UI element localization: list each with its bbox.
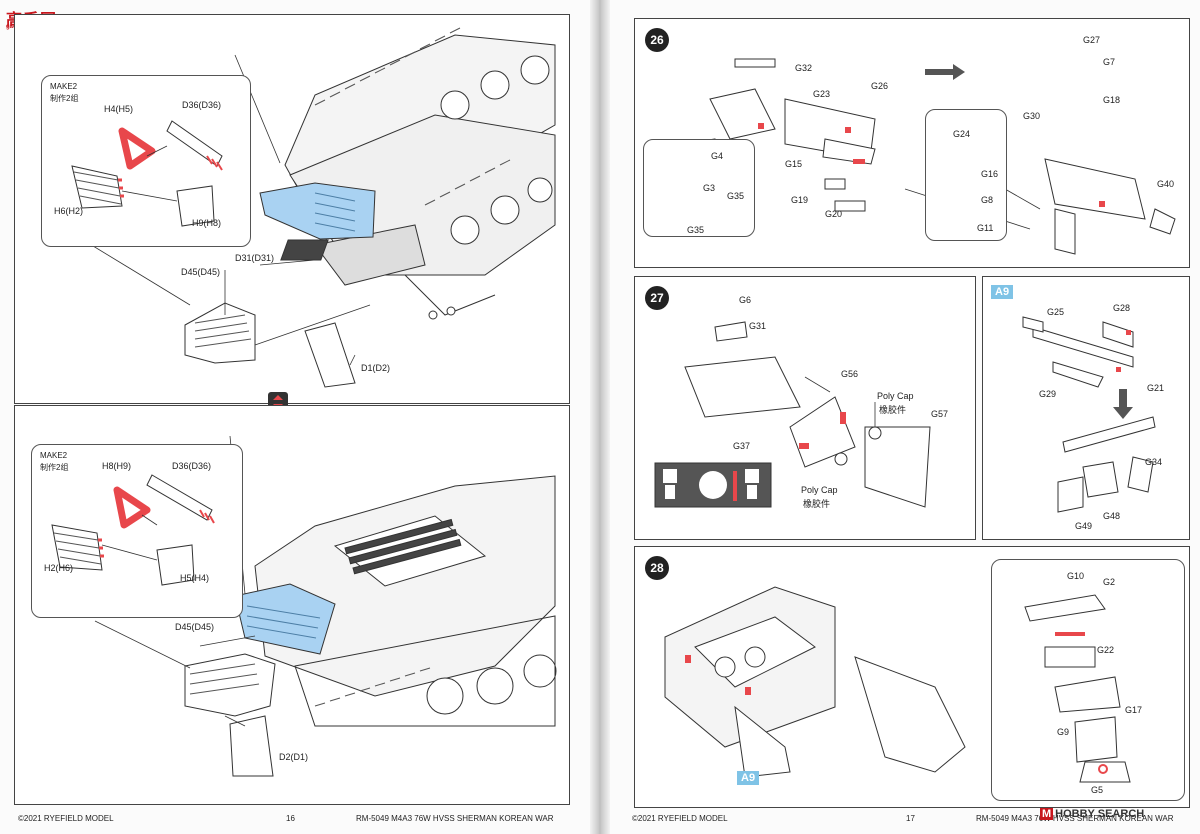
part-label: Poly Cap [877, 391, 914, 401]
part-label: H6(H2) [54, 206, 84, 216]
part-label: G29 [1039, 389, 1057, 399]
part-label: D36(D36) [182, 100, 222, 110]
part-label: G48 [1103, 511, 1121, 521]
part-label: G26 [871, 81, 889, 91]
inset-parts-drawing-bottom [51, 474, 215, 586]
footer-title-right: RM-5049 M4A3 76W HVSS SHERMAN KOREAN WAR [976, 814, 1174, 823]
part-label: G37 [733, 441, 751, 451]
part-label: G57 [931, 409, 949, 419]
part-label: G15 [785, 159, 803, 169]
part-label: G22 [1097, 645, 1115, 655]
part-label: Poly Cap [801, 485, 838, 495]
part-label: G25 [1047, 307, 1065, 317]
inset-make-cn-label: 制作2组 [40, 463, 69, 472]
step-27-drawing [654, 321, 931, 508]
part-label: G20 [825, 209, 843, 219]
a9-tag-step28: A9 [737, 771, 760, 785]
inset-parts-drawing-top [71, 120, 223, 227]
part-label: G21 [1147, 383, 1165, 393]
inset-g24-g11 [925, 109, 1007, 241]
part-label: G56 [841, 369, 859, 379]
part-label: H8(H9) [102, 461, 132, 471]
left-top-panel: MAKE2 制作2组 H4(H5) D36(D36) H6(H2) H9(H8)… [14, 14, 570, 404]
a9-tag: A9 [991, 285, 1014, 299]
part-label: G40 [1157, 179, 1175, 189]
a9-panel: A9 G25 G28 G29 G21 G34 G48 G49 [982, 276, 1190, 540]
part-label: G18 [1103, 95, 1121, 105]
part-label: G35 [687, 225, 705, 235]
inset-make2-bottom: MAKE2 制作2组 H8(H9) D36(D36) H2(H6) H5(H4) [31, 444, 243, 618]
part-label: G6 [739, 295, 752, 305]
step-28-panel: 28 A9 G10 G2 G22 G17 G9 G5 [634, 546, 1190, 808]
step-27-number: 27 [645, 286, 669, 310]
part-label: D45(D45) [175, 622, 215, 632]
part-label: G30 [1023, 111, 1041, 121]
hobby-search-mark: M [1040, 808, 1054, 820]
part-label: H2(H6) [44, 563, 74, 573]
part-label: G16 [981, 169, 999, 179]
part-label: G5 [1091, 785, 1104, 795]
part-label: G32 [795, 63, 813, 73]
part-label: G19 [791, 195, 809, 205]
step-27-panel: 27 G6 G31 G56 Poly Cap 橡胶件 G57 G37 Poly … [634, 276, 976, 540]
step-26-panel: 26 G32 G26 G23 G27 G7 G18 G30 G24 G16 G4… [634, 18, 1190, 268]
part-label: G9 [1057, 727, 1070, 737]
left-bottom-panel: MAKE2 制作2组 H8(H9) D36(D36) H2(H6) H5(H4)… [14, 405, 570, 805]
part-label: D2(D1) [279, 752, 309, 762]
step-28-number: 28 [645, 556, 669, 580]
part-label: G8 [981, 195, 994, 205]
part-label: G28 [1113, 303, 1131, 313]
footer-page-number-left: 16 [286, 814, 295, 823]
part-label: G23 [813, 89, 831, 99]
footer-copyright-left: ©2021 RYEFIELD MODEL [18, 814, 114, 823]
part-label: D31(D31) [235, 253, 275, 263]
part-label: G49 [1075, 521, 1093, 531]
part-label: G24 [953, 129, 971, 139]
inset-g4-g35 [643, 139, 755, 237]
part-label: G35 [727, 191, 745, 201]
inset-make-cn-label: 制作2组 [50, 94, 79, 103]
footer-title-left: RM-5049 M4A3 76W HVSS SHERMAN KOREAN WAR [356, 814, 554, 823]
part-label: G3 [703, 183, 716, 193]
part-label: H9(H8) [192, 218, 222, 228]
inset-g10-g5 [991, 559, 1185, 801]
a9-drawing [1022, 316, 1156, 513]
part-label: G10 [1067, 571, 1085, 581]
part-label: H4(H5) [104, 104, 134, 114]
part-label: H5(H4) [180, 573, 210, 583]
part-label: G11 [977, 223, 994, 233]
footer-page-number-right: 17 [906, 814, 915, 823]
part-label: D36(D36) [172, 461, 212, 471]
part-label: G4 [711, 151, 724, 161]
part-label: G27 [1083, 35, 1101, 45]
inset-make-label: MAKE2 [50, 82, 78, 91]
hobby-search-text: HOBBY SEARCH [1055, 808, 1145, 820]
tank-rear-drawing-top [74, 27, 556, 388]
part-label: G7 [1103, 57, 1116, 67]
footer-copyright-right: ©2021 RYEFIELD MODEL [632, 814, 728, 823]
page-gutter [590, 0, 610, 834]
part-label: G31 [749, 321, 767, 331]
part-label: G34 [1145, 457, 1163, 467]
inset-make2-top: MAKE2 制作2组 H4(H5) D36(D36) H6(H2) H9(H8) [41, 75, 251, 247]
part-label: G17 [1125, 705, 1143, 715]
part-label: 橡胶件 [803, 499, 831, 509]
step-28-drawing [664, 586, 1131, 783]
part-label: D1(D2) [361, 363, 391, 373]
part-label: D45(D45) [181, 267, 221, 277]
inset-make-label: MAKE2 [40, 451, 68, 460]
tank-rear-drawing-bottom [94, 435, 557, 777]
step-26-number: 26 [645, 28, 669, 52]
part-label: G2 [1103, 577, 1116, 587]
part-label: 橡胶件 [879, 405, 907, 415]
